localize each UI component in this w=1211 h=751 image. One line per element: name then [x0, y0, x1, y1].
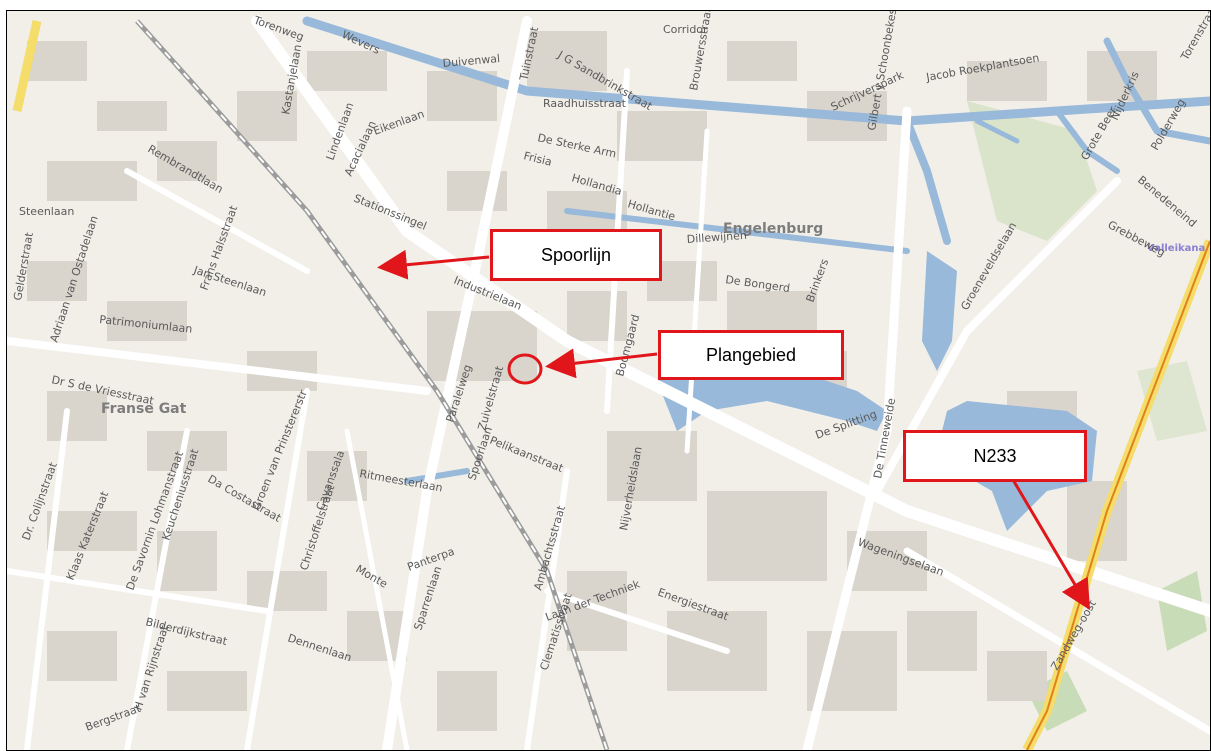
callout-label: N233 — [973, 445, 1017, 466]
svg-text:Duivenwal: Duivenwal — [442, 52, 500, 70]
highway-west — [12, 20, 42, 112]
railway-dash — [136, 20, 608, 750]
callout-label: Plangebied — [705, 344, 797, 365]
svg-text:Brinkers: Brinkers — [804, 257, 832, 304]
svg-text:Dillewijnen: Dillewijnen — [686, 229, 747, 246]
map-view[interactable]: Engelenburg Franse Gat Valleikana Duiven… — [6, 10, 1211, 751]
highway-n233-edge — [1026, 240, 1210, 750]
spoorlijn-arrow — [377, 249, 490, 280]
svg-text:Grebbeweg: Grebbeweg — [1106, 218, 1168, 259]
plangebied-arrow — [545, 348, 658, 379]
svg-text:Groen van Prinstererstr: Groen van Prinstererstr — [250, 388, 310, 512]
svg-text:Benedeneind: Benedeneind — [1135, 173, 1199, 230]
n233-arrow — [1007, 472, 1091, 611]
district-label-franse-gat: Franse Gat — [101, 401, 187, 417]
plangebied-marker[interactable] — [507, 353, 543, 385]
map-canvas[interactable]: Engelenburg Franse Gat Valleikana Duiven… — [7, 11, 1210, 750]
svg-text:Pelikaanstraat: Pelikaanstraat — [488, 434, 566, 476]
svg-text:Corridor: Corridor — [663, 23, 708, 36]
svg-text:Raadhuisstraat: Raadhuisstraat — [543, 97, 627, 110]
svg-text:Steenlaan: Steenlaan — [19, 205, 74, 218]
pond — [922, 251, 957, 371]
callout-n233: N233 — [903, 430, 1087, 482]
callout-spoorlijn: Spoorlijn — [490, 229, 662, 281]
svg-text:Spoorlaan: Spoorlaan — [465, 425, 495, 482]
callout-plangebied: Plangebied — [658, 330, 844, 380]
water-label-valleikanaal: Valleikana — [1147, 243, 1205, 254]
district-label-engelenburg: Engelenburg — [723, 221, 823, 237]
svg-text:Torenstraat: Torenstraat — [1178, 11, 1210, 63]
svg-text:H van Rijnstraat: H van Rijnstraat — [131, 623, 171, 712]
svg-text:Groeneveldselaan: Groeneveldselaan — [958, 220, 1019, 313]
svg-text:Dennenlaan: Dennenlaan — [286, 631, 353, 664]
callout-label: Spoorlijn — [540, 244, 612, 265]
svg-text:Frisia: Frisia — [522, 149, 553, 169]
svg-text:Eikenlaan: Eikenlaan — [372, 107, 426, 137]
